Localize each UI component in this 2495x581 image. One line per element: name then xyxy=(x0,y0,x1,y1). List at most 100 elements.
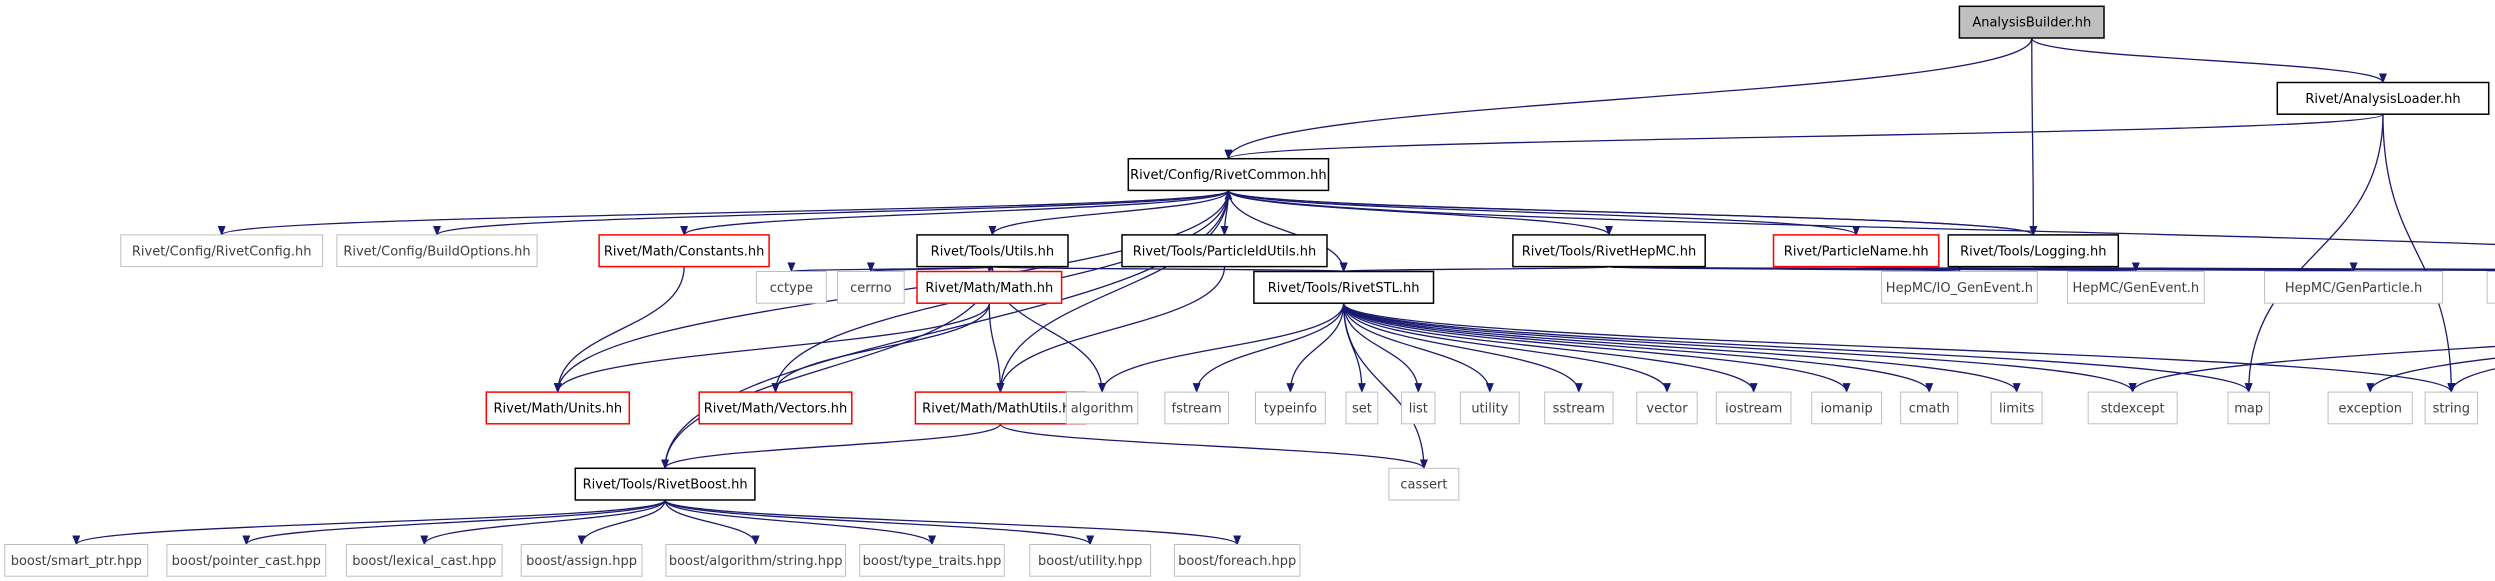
node-math[interactable]: Rivet/Math/Math.hh xyxy=(916,270,1063,304)
node-boostutility: boost/utility.hpp xyxy=(1029,544,1152,577)
edge-rivetstl-to-fstream xyxy=(1192,303,1345,394)
node-box xyxy=(2067,271,2205,304)
edge-rivetboost-to-assign xyxy=(577,499,666,546)
node-vectors[interactable]: Rivet/Math/Vectors.hh xyxy=(698,391,853,425)
node-analysisbuilder[interactable]: AnalysisBuilder.hh xyxy=(1958,5,2105,39)
node-cmath: cmath xyxy=(1900,391,1959,425)
edge-analysisbuilder-to-logging xyxy=(2029,38,2038,236)
node-rivetconfig: Rivet/Config/RivetConfig.hh xyxy=(120,234,324,268)
node-layer: AnalysisBuilder.hhRivet/AnalysisLoader.h… xyxy=(4,5,2495,577)
node-box xyxy=(837,271,905,304)
edge-exceptions-to-exception xyxy=(2366,357,2495,394)
node-box xyxy=(665,544,847,577)
node-label: boost/algorithm/string.hpp xyxy=(669,554,843,569)
node-label: Rivet/AnalysisLoader.hh xyxy=(2305,92,2460,107)
edge-constants-to-units xyxy=(553,266,685,394)
node-box xyxy=(1900,391,1959,425)
node-analysisloader[interactable]: Rivet/AnalysisLoader.hh xyxy=(2276,81,2490,115)
edge-rivetcommon-to-rivethepmc xyxy=(1227,189,1613,236)
node-box xyxy=(2486,271,2495,304)
node-label: map xyxy=(2234,402,2263,417)
edge-utils-to-rivetstl xyxy=(991,261,1347,273)
node-genVertex: HepMC/GenVertex.h xyxy=(2486,271,2495,304)
node-logging[interactable]: Rivet/Tools/Logging.hh xyxy=(1947,234,2120,268)
edge-mathutils-to-cassert xyxy=(999,423,1428,470)
node-box xyxy=(1121,234,1328,268)
node-label: Rivet/Config/RivetConfig.hh xyxy=(132,244,312,259)
edge-layer xyxy=(72,37,2495,546)
edge-rivetboost-to-lexicalcast xyxy=(420,499,666,546)
node-units[interactable]: Rivet/Math/Units.hh xyxy=(485,391,631,425)
node-label: cmath xyxy=(1909,402,1950,417)
node-box xyxy=(166,544,327,577)
node-label: Rivet/Tools/Logging.hh xyxy=(1960,244,2106,259)
node-box xyxy=(1958,5,2105,39)
edge-analysisloader-to-map xyxy=(2244,114,2384,394)
node-smartptr: boost/smart_ptr.hpp xyxy=(4,544,149,577)
edge-rivetboost-to-boostutility xyxy=(664,499,1094,546)
node-iostream: iostream xyxy=(1715,391,1792,425)
edge-logging-to-exceptions xyxy=(2032,266,2495,270)
node-rivetcommon[interactable]: Rivet/Config/RivetCommon.hh xyxy=(1127,157,1330,192)
node-box xyxy=(1127,157,1330,192)
node-lexicalcast: boost/lexical_cast.hpp xyxy=(345,544,503,577)
edge-math-to-mathutils xyxy=(988,303,1005,394)
edge-rivetboost-to-typetraits xyxy=(664,499,936,546)
node-exception: exception xyxy=(2327,391,2413,425)
node-fstream: fstream xyxy=(1164,391,1230,425)
node-box xyxy=(4,544,149,577)
node-set: set xyxy=(1345,391,1379,425)
node-label: Rivet/Tools/RivetSTL.hh xyxy=(1268,281,1420,296)
edge-rivetcommon-to-constants xyxy=(680,189,1230,236)
node-label: set xyxy=(1352,402,1372,417)
edge-rivetstl-to-typeinfo xyxy=(1286,303,1345,394)
node-map: map xyxy=(2227,391,2270,425)
edge-rivetcommon-to-buildoptions xyxy=(433,189,1230,236)
node-label: cerrno xyxy=(850,281,892,296)
node-mathutils[interactable]: Rivet/Math/MathUtils.hh xyxy=(914,391,1087,425)
node-label: Rivet/Tools/Utils.hh xyxy=(931,244,1054,259)
node-cerrno: cerrno xyxy=(837,271,905,304)
node-foreach: boost/foreach.hpp xyxy=(1173,544,1301,577)
node-label: Rivet/Math/MathUtils.hh xyxy=(922,402,1078,417)
node-box xyxy=(1388,467,1460,501)
node-box xyxy=(2087,391,2178,425)
node-pointercast: boost/pointer_cast.hpp xyxy=(166,544,327,577)
node-box xyxy=(120,234,324,268)
edge-rivetstl-to-vector xyxy=(1342,303,1671,394)
node-label: list xyxy=(1409,402,1428,417)
node-algorithm: algorithm xyxy=(1065,391,1139,425)
node-constants[interactable]: Rivet/Math/Constants.hh xyxy=(598,234,770,268)
node-particlename[interactable]: Rivet/ParticleName.hh xyxy=(1772,234,1940,268)
node-rivethepmc[interactable]: Rivet/Tools/RivetHepMC.hh xyxy=(1512,234,1706,268)
edge-rivetcommon-to-utils xyxy=(988,190,1230,236)
node-label: HepMC/GenEvent.h xyxy=(2072,281,2199,296)
edge-rivetstl-to-limits xyxy=(1342,303,2021,394)
node-box xyxy=(336,234,538,268)
node-label: vector xyxy=(1646,402,1688,417)
edge-rivetstl-to-stdexcept xyxy=(1342,302,2137,394)
edge-rivetcommon-to-rivetconfig xyxy=(218,189,1230,236)
node-box xyxy=(1254,391,1326,425)
edge-rivetstl-to-cassert xyxy=(1342,303,1428,470)
node-box xyxy=(1811,391,1883,425)
edge-rivetboost-to-foreach xyxy=(664,499,1241,546)
node-box xyxy=(2264,271,2444,304)
node-rivetstl[interactable]: Rivet/Tools/RivetSTL.hh xyxy=(1253,270,1435,304)
edge-rivetstl-to-iomanip xyxy=(1342,303,1851,394)
node-box xyxy=(1947,234,2120,268)
node-label: Rivet/ParticleName.hh xyxy=(1784,244,1929,259)
edge-exceptions-to-stdexcept xyxy=(2128,345,2495,394)
edge-rivetcommon-to-mathutils xyxy=(996,190,1230,394)
node-utils[interactable]: Rivet/Tools/Utils.hh xyxy=(916,234,1069,268)
edge-exceptions-to-string xyxy=(2447,368,2495,394)
node-particleidutils[interactable]: Rivet/Tools/ParticleIdUtils.hh xyxy=(1121,234,1328,268)
node-rivetboost[interactable]: Rivet/Tools/RivetBoost.hh xyxy=(574,467,756,501)
node-limits: limits xyxy=(1990,391,2043,425)
node-label: iomanip xyxy=(1820,402,1872,417)
node-label: cctype xyxy=(770,281,813,296)
node-label: Rivet/Math/Math.hh xyxy=(925,281,1053,296)
node-box xyxy=(1065,391,1139,425)
node-box xyxy=(1512,234,1706,268)
